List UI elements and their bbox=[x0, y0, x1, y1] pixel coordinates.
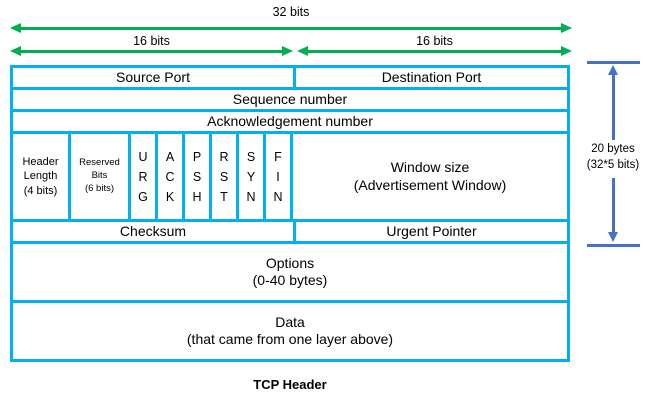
label-16-bits-right: 16 bits bbox=[416, 34, 453, 48]
arrow-left-icon bbox=[10, 46, 21, 56]
row-acknowledgement: Acknowledgement number bbox=[13, 112, 567, 131]
row-sequence: Sequence number bbox=[13, 90, 567, 109]
byte-span-top-cap bbox=[587, 61, 640, 64]
cell-checksum: Checksum bbox=[13, 222, 293, 241]
arrow-right-icon bbox=[561, 23, 572, 33]
tcp-header-table: Source Port Destination Port Sequence nu… bbox=[10, 65, 570, 362]
cell-reserved-bits: Reserved Bits (6 bits) bbox=[71, 134, 128, 219]
cell-flag-ack: A C K bbox=[158, 134, 182, 219]
row-flags: Header Length (4 bits) Reserved Bits (6 … bbox=[13, 134, 567, 219]
cell-options: Options (0-40 bytes) bbox=[13, 244, 567, 300]
arrow-left-icon bbox=[297, 46, 308, 56]
row-ports: Source Port Destination Port bbox=[13, 68, 567, 87]
cell-destination-port: Destination Port bbox=[296, 68, 567, 87]
arrow-right-icon bbox=[282, 46, 293, 56]
cell-flag-fin: F I N bbox=[266, 134, 290, 219]
arrow-16-bits-right-line bbox=[307, 50, 562, 53]
diagram-caption: TCP Header bbox=[253, 377, 327, 392]
byte-span-label: 20 bytes (32*5 bits) bbox=[586, 143, 640, 171]
label-16-bits-left: 16 bits bbox=[133, 34, 170, 48]
byte-span-upper-line bbox=[612, 74, 615, 140]
label-32-bits: 32 bits bbox=[272, 5, 310, 19]
arrow-right-icon bbox=[561, 46, 572, 56]
row-data: Data (that came from one layer above) bbox=[13, 303, 567, 359]
row-checksum: Checksum Urgent Pointer bbox=[13, 222, 567, 241]
cell-data: Data (that came from one layer above) bbox=[13, 303, 567, 359]
byte-span-lower-line bbox=[612, 178, 615, 232]
row-options: Options (0-40 bytes) bbox=[13, 244, 567, 300]
cell-urgent-pointer: Urgent Pointer bbox=[296, 222, 567, 241]
cell-flag-urg: U R G bbox=[131, 134, 155, 219]
cell-flag-syn: S Y N bbox=[239, 134, 263, 219]
arrow-left-icon bbox=[10, 23, 21, 33]
arrow-32-bits-line bbox=[20, 27, 562, 30]
cell-sequence-number: Sequence number bbox=[13, 90, 567, 109]
arrow-up-icon bbox=[608, 65, 618, 75]
arrow-down-icon bbox=[608, 232, 618, 242]
cell-header-length: Header Length (4 bits) bbox=[13, 134, 68, 219]
cell-flag-rst: R S T bbox=[212, 134, 236, 219]
cell-flag-psh: P S H bbox=[185, 134, 209, 219]
byte-span-bottom-cap bbox=[587, 244, 640, 247]
arrow-16-bits-left-line bbox=[20, 50, 283, 53]
cell-window-size: Window size (Advertisement Window) bbox=[293, 134, 567, 219]
cell-acknowledgement-number: Acknowledgement number bbox=[13, 112, 567, 131]
cell-source-port: Source Port bbox=[13, 68, 293, 87]
